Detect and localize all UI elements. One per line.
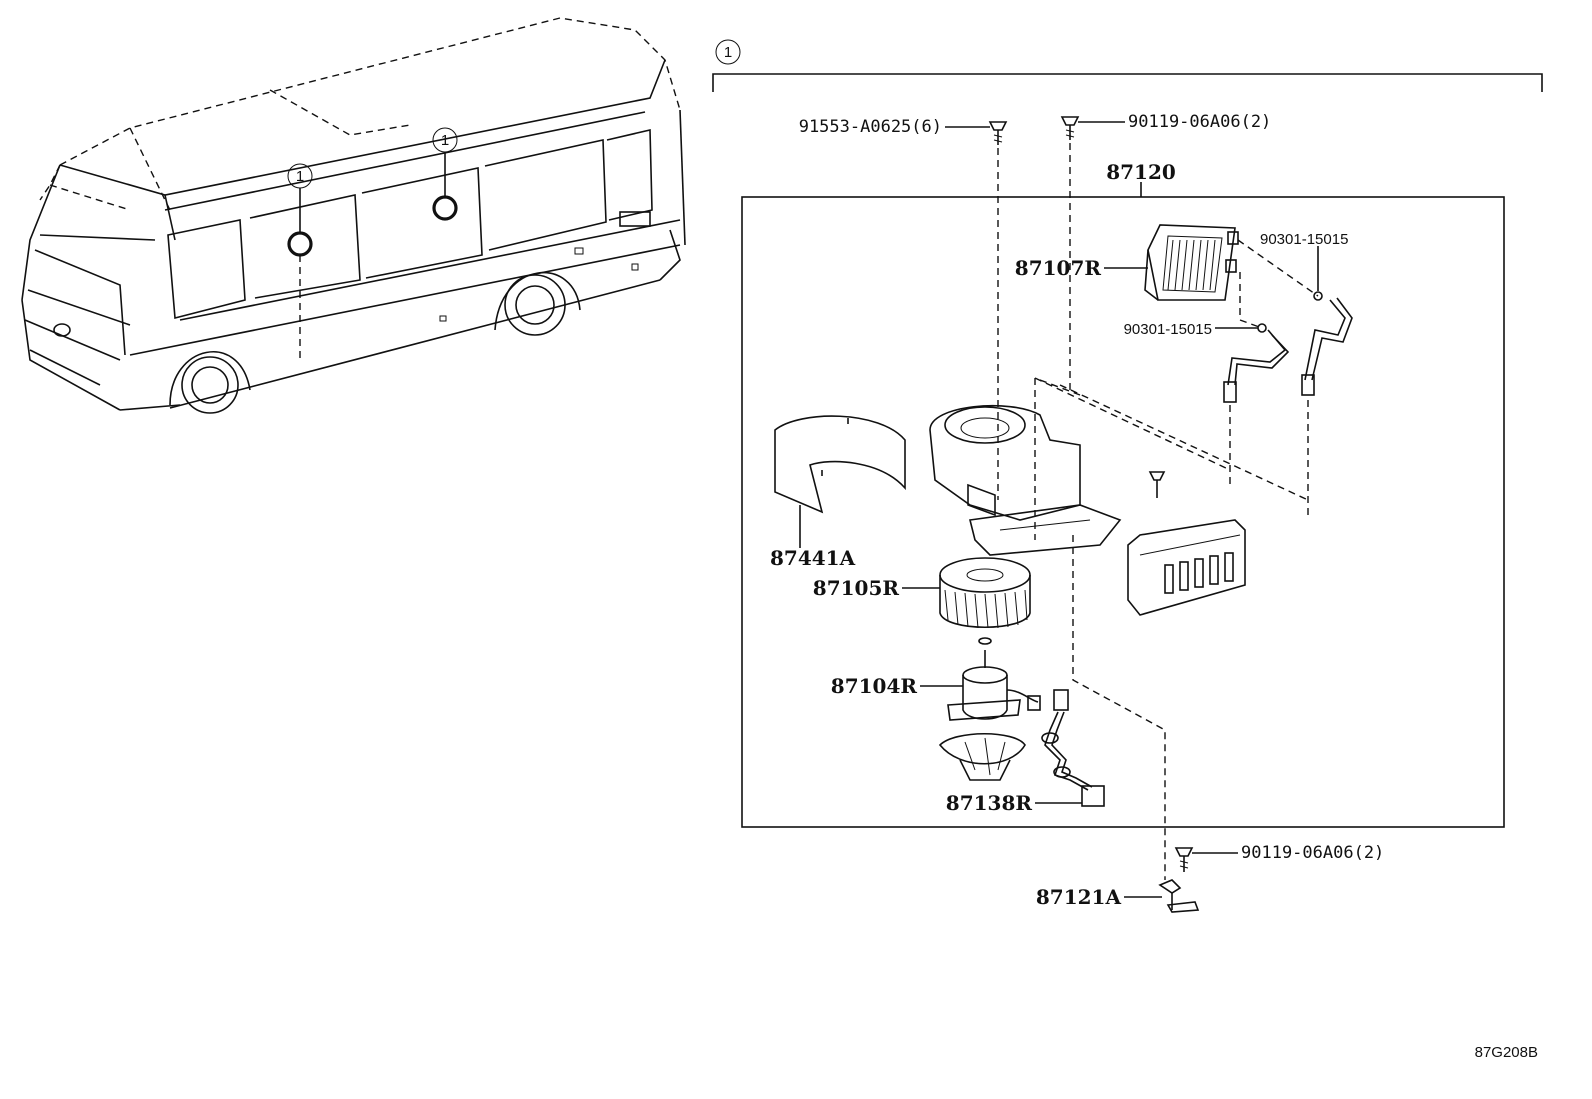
callout-number-main: 1 [724,44,732,61]
washer-icon [978,637,992,645]
blower-resistor-icon [1041,689,1105,807]
callout-circle-main [715,39,741,65]
assembly-bracket [712,73,1543,92]
label-87120: 87120 [1106,160,1176,184]
screw-center-icon [1148,471,1166,498]
o-ring-lower-icon [1257,323,1267,333]
o-ring-upper-icon [1313,291,1323,301]
heater-core-icon [1144,224,1239,301]
water-pipe-icon [1223,297,1353,403]
bracket-87121A-icon [1158,879,1200,913]
callout-number-van-2: 1 [441,132,449,149]
callout-number-van-1: 1 [296,168,304,185]
location-marker-2 [432,195,458,221]
label-87441A: 87441A [770,546,856,570]
blower-housing-icon [929,404,1122,556]
figure-code: 87G208B [1475,1044,1538,1061]
blower-fan-icon [939,557,1031,629]
screw-91553-icon [988,121,1008,145]
van-illustration: 1 1 [21,17,686,414]
label-90119-06A06-bottom: 90119-06A06(2) [1241,843,1384,863]
location-marker-1 [287,231,313,257]
label-87138R: 87138R [946,791,1033,815]
label-90301-15015-lower: 90301-15015 [1124,321,1212,338]
blower-motor-icon [947,650,1041,721]
callout-circle-van-1 [287,163,313,189]
label-90119-06A06-top: 90119-06A06(2) [1128,112,1271,132]
insulator-icon [774,415,906,514]
label-87104R: 87104R [831,674,918,698]
label-87105R: 87105R [813,576,900,600]
motor-bell-icon [938,732,1026,781]
assembly-box [741,196,1505,828]
label-87107R: 87107R [1015,256,1102,280]
callout-circle-van-2 [432,127,458,153]
screw-90119-bottom-icon [1174,847,1194,872]
label-87121A: 87121A [1036,885,1122,909]
label-90301-15015-upper: 90301-15015 [1260,231,1348,248]
screw-90119-top-icon [1060,116,1080,140]
label-91553-A0625: 91553-A0625(6) [799,117,942,137]
filter-cover-icon [1127,519,1246,616]
